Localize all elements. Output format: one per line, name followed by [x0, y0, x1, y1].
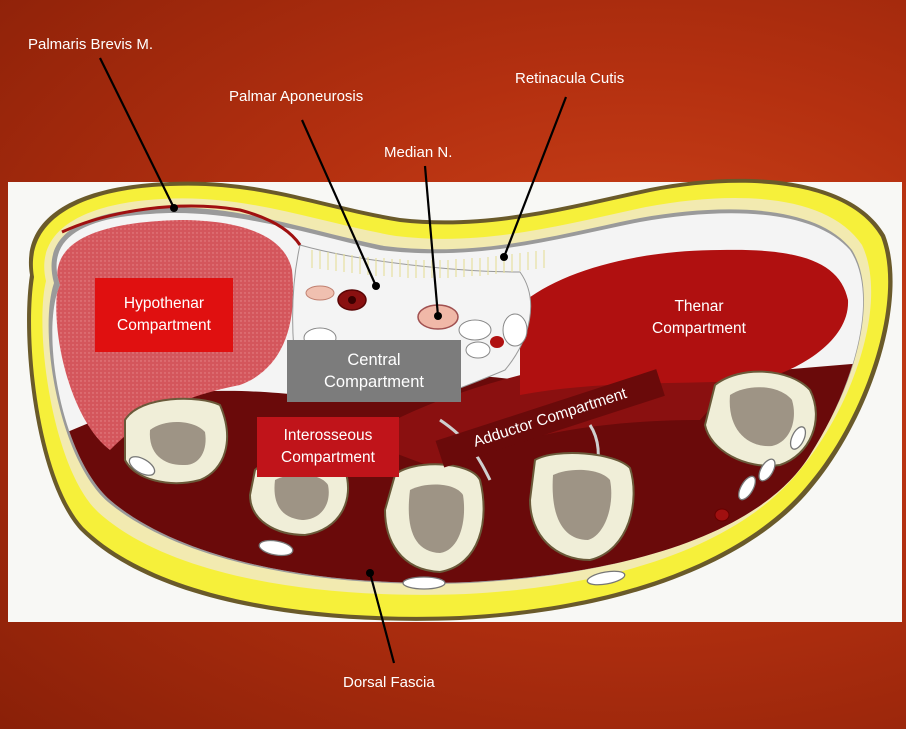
hypothenar-compartment-label: Hypothenar Compartment — [95, 278, 233, 352]
central-line-2: Compartment — [324, 373, 424, 391]
hypothenar-box — [95, 278, 233, 352]
extensor-tendon-6 — [758, 458, 776, 482]
thenar-compartment-label: Thenar Compartment — [622, 290, 776, 346]
hypothenar-line-1: Hypothenar — [123, 295, 205, 312]
retinacula-cutis-label: Retinacula Cutis — [515, 70, 625, 87]
extensor-tendon-1 — [128, 456, 156, 476]
tendon-4 — [502, 313, 528, 347]
adductor-box — [435, 369, 665, 468]
vessel-small — [490, 336, 504, 348]
thenar-line-1: Thenar — [674, 298, 724, 315]
thenar-muscle — [520, 249, 849, 395]
extensor-tendon-5 — [738, 475, 756, 501]
hypothenar-line-2: Compartment — [117, 317, 211, 334]
leader-lines — [99, 57, 568, 664]
extensor-tendon-4 — [586, 570, 626, 586]
dorsal-fascia-label: Dorsal Fascia — [343, 674, 435, 691]
extensor-tendon-2 — [258, 539, 294, 557]
palmar-aponeurosis-label: Palmar Aponeurosis — [229, 88, 364, 105]
interosseous-line-2: Compartment — [281, 449, 375, 466]
metacarpal-1 — [124, 397, 229, 484]
extensor-tendon-3 — [402, 576, 446, 590]
tendon-5 — [465, 341, 491, 359]
tendon-3 — [458, 319, 492, 341]
metacarpal-4 — [528, 452, 635, 562]
extensor-tendon-7 — [789, 426, 807, 450]
metacarpal-3 — [383, 463, 485, 574]
retinacula-cutis-fibers — [311, 250, 545, 278]
interosseous-box — [257, 417, 399, 477]
palmaris-brevis-label: Palmaris Brevis M. — [28, 36, 154, 53]
dorsal-vessel — [714, 508, 730, 522]
median-nerve-label: Median N. — [384, 144, 453, 161]
interosseous-compartment-label: Interosseous Compartment — [257, 417, 399, 477]
interosseous-line-1: Interosseous — [283, 427, 373, 444]
central-box — [287, 340, 461, 402]
central-compartment-label: Central Compartment — [287, 340, 461, 402]
central-line-1: Central — [347, 351, 401, 369]
palmaris-brevis-muscle — [61, 204, 302, 246]
thenar-line-2: Compartment — [652, 320, 746, 337]
tendon-1 — [305, 285, 335, 301]
metacarpal-thumb — [703, 370, 817, 467]
